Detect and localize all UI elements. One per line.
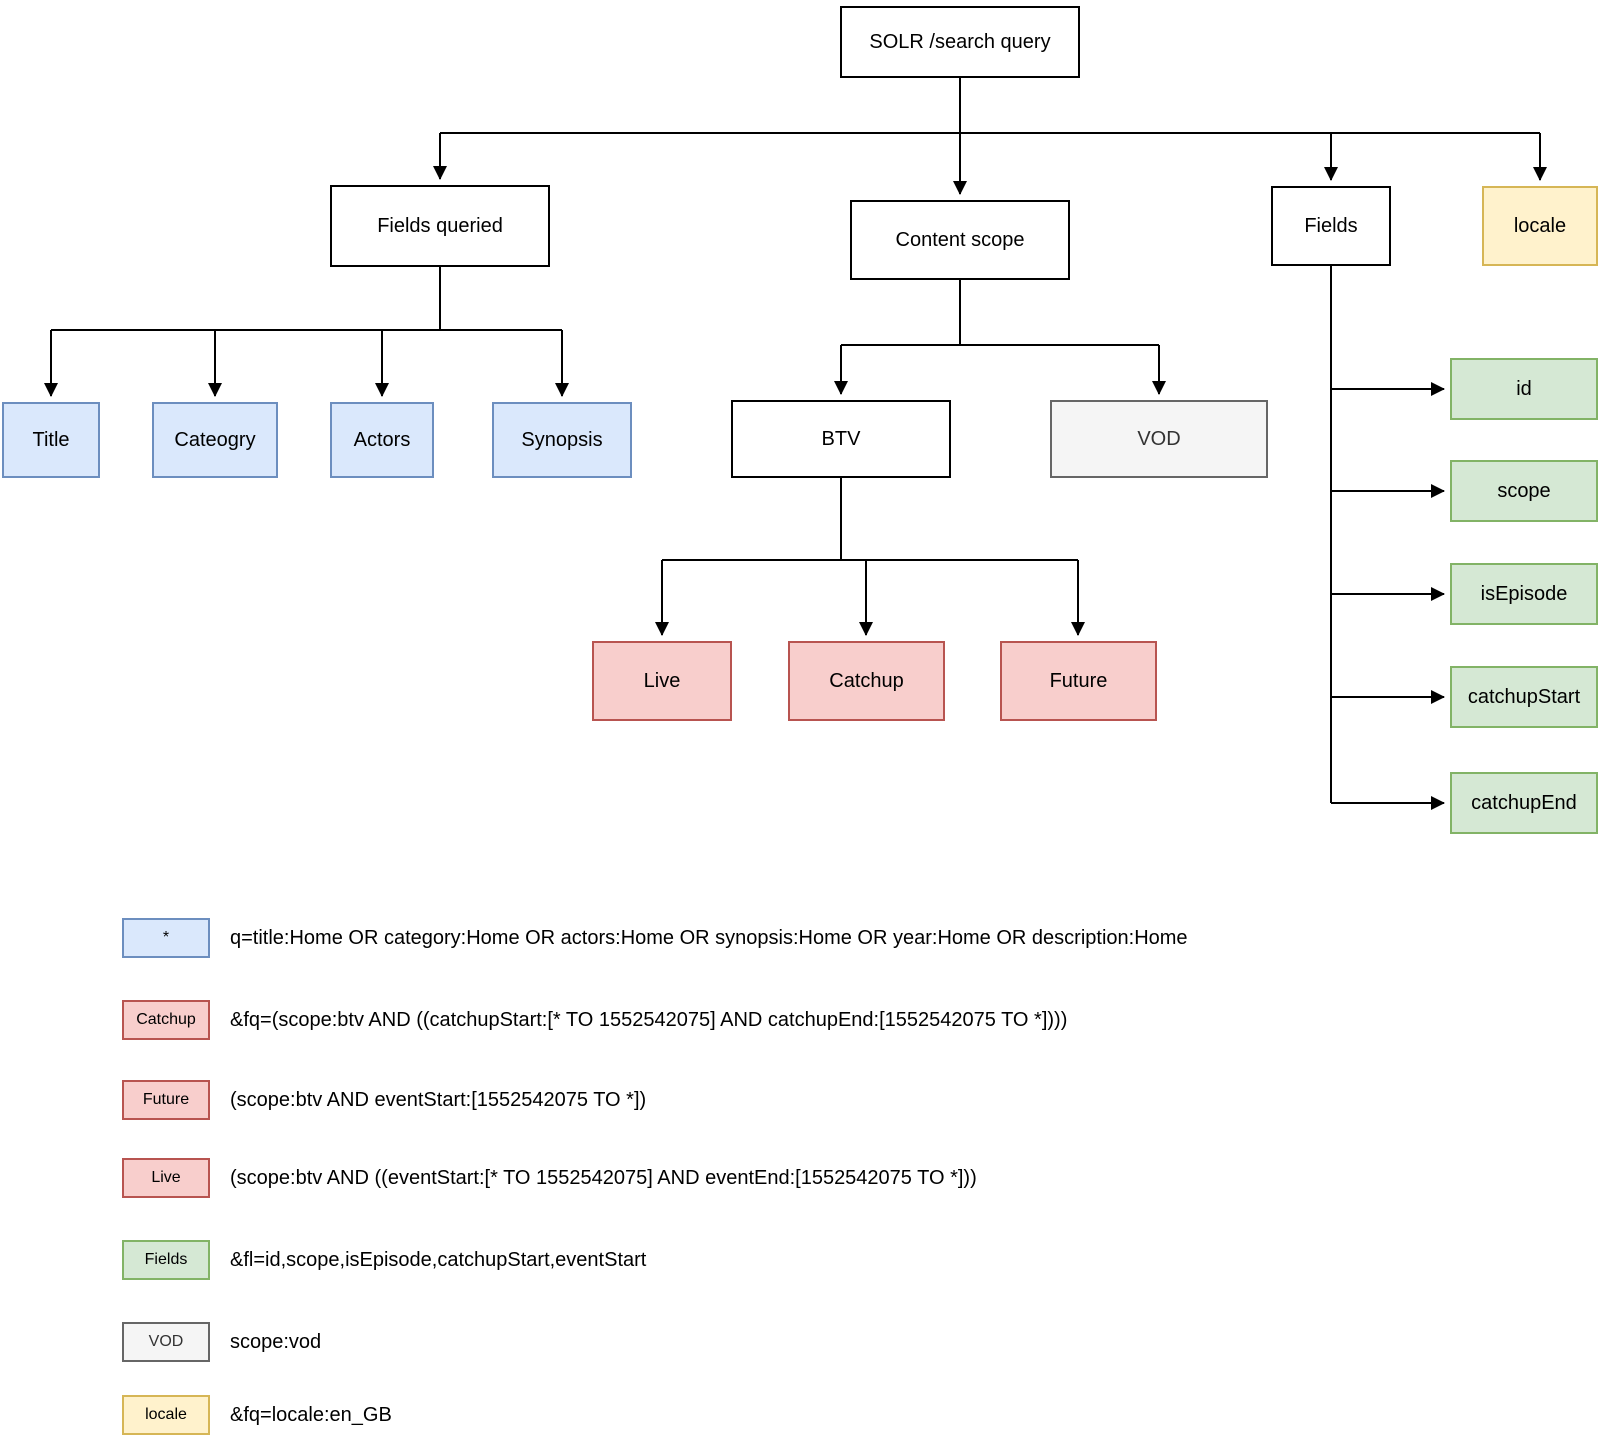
node-content-scope: Content scope	[850, 200, 1070, 280]
node-isepisode: isEpisode	[1450, 563, 1598, 625]
legend-chip-locale: locale	[122, 1395, 210, 1435]
node-catchupstart: catchupStart	[1450, 666, 1598, 728]
legend-text-query: q=title:Home OR category:Home OR actors:…	[230, 926, 1188, 949]
legend-chip-fields: Fields	[122, 1240, 210, 1280]
node-btv: BTV	[731, 400, 951, 478]
node-future: Future	[1000, 641, 1157, 721]
legend-chip-catchup: Catchup	[122, 1000, 210, 1040]
legend-text-future: (scope:btv AND eventStart:[1552542075 TO…	[230, 1088, 647, 1111]
legend-text-locale: &fq=locale:en_GB	[230, 1403, 392, 1426]
legend-chip-live: Live	[122, 1158, 210, 1198]
legend-text-fields: &fl=id,scope,isEpisode,catchupStart,even…	[230, 1248, 647, 1271]
node-fields: Fields	[1271, 186, 1391, 266]
legend-row-live: Live (scope:btv AND ((eventStart:[* TO 1…	[0, 1158, 1602, 1198]
node-title: Title	[2, 402, 100, 478]
legend-chip-vod: VOD	[122, 1322, 210, 1362]
legend-text-live: (scope:btv AND ((eventStart:[* TO 155254…	[230, 1166, 977, 1189]
node-cateogry: Cateogry	[152, 402, 278, 478]
node-scope: scope	[1450, 460, 1598, 522]
node-actors: Actors	[330, 402, 434, 478]
node-catchupend: catchupEnd	[1450, 772, 1598, 834]
node-locale: locale	[1482, 186, 1598, 266]
node-synopsis: Synopsis	[492, 402, 632, 478]
legend-row-future: Future (scope:btv AND eventStart:[155254…	[0, 1080, 1602, 1120]
legend-text-catchup: &fq=(scope:btv AND ((catchupStart:[* TO …	[230, 1008, 1068, 1031]
legend-row-fields: Fields &fl=id,scope,isEpisode,catchupSta…	[0, 1240, 1602, 1280]
legend-text-vod: scope:vod	[230, 1330, 322, 1353]
node-live: Live	[592, 641, 732, 721]
legend-row-catchup: Catchup &fq=(scope:btv AND ((catchupStar…	[0, 1000, 1602, 1040]
legend-chip-future: Future	[122, 1080, 210, 1120]
legend-row-query: * q=title:Home OR category:Home OR actor…	[0, 918, 1602, 958]
legend-chip-star: *	[122, 918, 210, 958]
node-catchup: Catchup	[788, 641, 945, 721]
legend-row-vod: VOD scope:vod	[0, 1322, 1602, 1362]
legend-row-locale: locale &fq=locale:en_GB	[0, 1395, 1602, 1435]
node-fields-queried: Fields queried	[330, 185, 550, 267]
node-id: id	[1450, 358, 1598, 420]
node-vod: VOD	[1050, 400, 1268, 478]
node-solr-search-query: SOLR /search query	[840, 6, 1080, 78]
